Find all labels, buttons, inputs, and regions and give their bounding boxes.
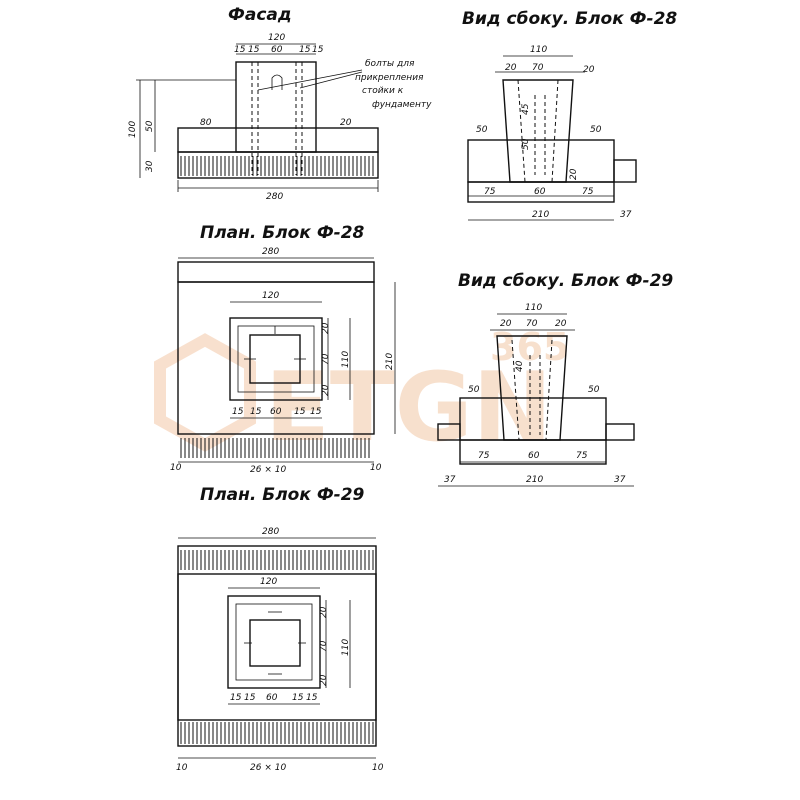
svg-text:70: 70 — [526, 319, 538, 329]
side-f29-pedestal — [496, 335, 568, 441]
svg-text:60: 60 — [528, 451, 540, 461]
svg-text:75: 75 — [576, 451, 588, 461]
plan-f28-hatch — [180, 438, 370, 458]
svg-text:фундаменту: фундаменту — [372, 100, 432, 110]
svg-text:10: 10 — [372, 763, 384, 773]
svg-text:120: 120 — [268, 33, 285, 43]
svg-text:прикрепления: прикрепления — [355, 73, 424, 83]
svg-text:50: 50 — [468, 385, 480, 395]
svg-text:70: 70 — [319, 640, 329, 652]
svg-text:15: 15 — [244, 693, 256, 703]
svg-text:280: 280 — [262, 527, 279, 537]
facade-title: Фасад — [228, 5, 292, 25]
svg-text:110: 110 — [341, 351, 351, 368]
side-f28-pedestal — [502, 79, 574, 183]
svg-text:20: 20 — [319, 606, 329, 618]
svg-text:20: 20 — [340, 118, 352, 128]
plan-f28-title: План. Блок Ф-28 — [200, 223, 365, 243]
svg-text:стойки к: стойки к — [362, 86, 404, 96]
svg-text:15: 15 — [292, 693, 304, 703]
svg-text:15: 15 — [306, 693, 318, 703]
svg-text:120: 120 — [262, 291, 279, 301]
svg-text:110: 110 — [525, 303, 542, 313]
svg-text:70: 70 — [321, 353, 331, 365]
side-f29-title: Вид сбоку. Блок Ф-29 — [458, 271, 673, 291]
plan-f29-title: План. Блок Ф-29 — [200, 485, 365, 505]
facade-slot — [271, 74, 283, 90]
svg-text:75: 75 — [582, 187, 594, 197]
svg-text:40: 40 — [515, 360, 525, 372]
svg-text:50: 50 — [590, 125, 602, 135]
svg-text:15: 15 — [248, 45, 260, 55]
svg-text:70: 70 — [532, 63, 544, 73]
svg-text:60: 60 — [534, 187, 546, 197]
plan-f29: План. Блок Ф-29 280 120 20 70 20 110 15 … — [176, 485, 384, 773]
svg-text:50: 50 — [145, 120, 155, 132]
facade-base — [177, 151, 379, 179]
side-view-f28: Вид сбоку. Блок Ф-28 110 20 70 20 50 50 … — [462, 9, 677, 221]
watermark-logo-icon — [154, 333, 256, 452]
svg-text:20: 20 — [505, 63, 517, 73]
side-f28-title: Вид сбоку. Блок Ф-28 — [462, 9, 677, 29]
svg-text:50: 50 — [476, 125, 488, 135]
svg-text:45: 45 — [521, 103, 531, 115]
svg-text:10: 10 — [170, 463, 182, 473]
svg-text:50: 50 — [588, 385, 600, 395]
facade-base-hatch — [180, 156, 374, 176]
svg-text:15: 15 — [232, 407, 244, 417]
svg-text:60: 60 — [271, 45, 283, 55]
svg-text:20: 20 — [583, 65, 595, 75]
svg-text:280: 280 — [262, 247, 279, 257]
svg-text:болты для: болты для — [365, 59, 415, 69]
svg-text:10: 10 — [176, 763, 188, 773]
bolt-note: болты для прикрепления стойки к фундамен… — [257, 59, 432, 110]
svg-text:20: 20 — [321, 384, 331, 396]
plan-f28: План. Блок Ф-28 280 120 20 70 20 110 210… — [170, 223, 396, 475]
svg-text:280: 280 — [266, 192, 283, 202]
svg-text:20: 20 — [555, 319, 567, 329]
facade-view: Фасад 120 15 15 60 15 15 100 50 30 80 20 — [128, 5, 432, 202]
facade-column — [235, 61, 317, 153]
side-view-f29: Вид сбоку. Блок Ф-29 110 20 70 20 50 50 … — [437, 271, 673, 487]
svg-text:26 × 10: 26 × 10 — [250, 763, 286, 773]
svg-text:30: 30 — [145, 160, 155, 172]
svg-text:210: 210 — [532, 210, 549, 220]
watermark-sup: 365 — [490, 325, 569, 369]
svg-text:100: 100 — [128, 121, 138, 138]
svg-text:120: 120 — [260, 577, 277, 587]
svg-text:15: 15 — [299, 45, 311, 55]
svg-text:110: 110 — [341, 639, 351, 656]
svg-text:15: 15 — [230, 693, 242, 703]
svg-text:210: 210 — [526, 475, 543, 485]
facade-shoulder — [177, 127, 379, 153]
svg-text:60: 60 — [266, 693, 278, 703]
svg-text:37: 37 — [620, 210, 632, 220]
svg-text:210: 210 — [385, 353, 395, 370]
svg-text:15: 15 — [294, 407, 306, 417]
svg-text:50: 50 — [521, 138, 531, 150]
plan-f29-hatch — [180, 550, 374, 744]
svg-text:110: 110 — [530, 45, 547, 55]
svg-text:20: 20 — [321, 322, 331, 334]
svg-text:15: 15 — [312, 45, 324, 55]
svg-text:26 × 10: 26 × 10 — [250, 465, 286, 475]
watermark-text: ETGN — [265, 353, 552, 463]
svg-text:15: 15 — [250, 407, 262, 417]
svg-text:20: 20 — [569, 168, 579, 180]
svg-text:20: 20 — [500, 319, 512, 329]
svg-text:10: 10 — [370, 463, 382, 473]
svg-text:60: 60 — [270, 407, 282, 417]
svg-text:20: 20 — [319, 674, 329, 686]
svg-text:15: 15 — [310, 407, 322, 417]
svg-text:37: 37 — [614, 475, 626, 485]
svg-text:80: 80 — [200, 118, 212, 128]
svg-text:75: 75 — [478, 451, 490, 461]
svg-text:75: 75 — [484, 187, 496, 197]
svg-text:15: 15 — [234, 45, 246, 55]
svg-text:37: 37 — [444, 475, 456, 485]
